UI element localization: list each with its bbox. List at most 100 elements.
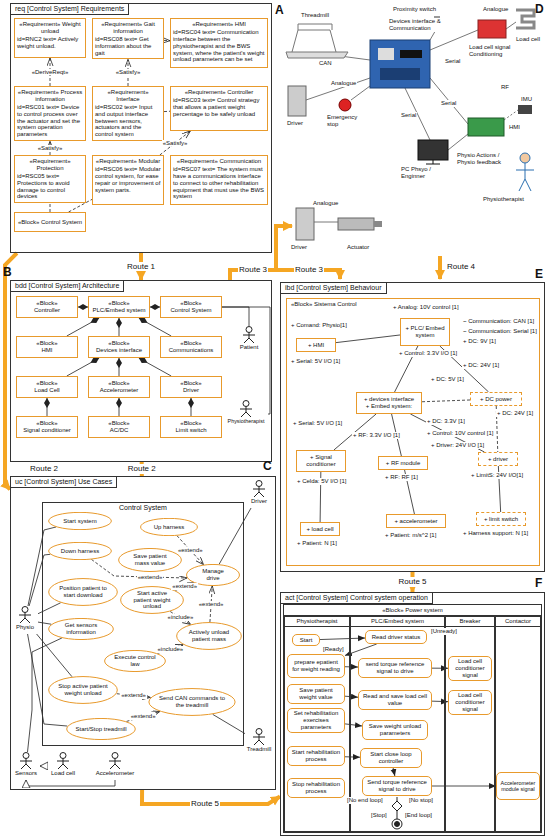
connector bbox=[160, 131, 191, 155]
label-text: + Patient: m/s^2 [1] bbox=[384, 532, 437, 539]
requirement-box: «Requirement» Interfaceid=RSC02 text= In… bbox=[92, 86, 164, 141]
actor-figure: Physio bbox=[12, 606, 38, 634]
label-text: Driver bbox=[290, 244, 308, 251]
node-text: id=RSC08 text= Get information about the… bbox=[95, 36, 161, 57]
stick-figure bbox=[18, 606, 32, 624]
node-text: + Signal conditioner bbox=[299, 454, 343, 468]
node-text: Patient bbox=[240, 344, 259, 351]
connector bbox=[139, 318, 171, 336]
node-text: Actively unload patient mass bbox=[185, 629, 233, 643]
part-box: + devices interface+ Embed system: bbox=[356, 392, 422, 414]
actuator bbox=[338, 218, 382, 230]
node-text: id=RSC05 text= Protections to avoid dama… bbox=[17, 173, 83, 201]
connector bbox=[393, 768, 395, 776]
panel-frame: req [Control System] Requirements «Requir… bbox=[10, 3, 272, 253]
edge-label: «extend» bbox=[137, 574, 164, 581]
connector bbox=[50, 203, 51, 212]
stick-figure bbox=[252, 728, 266, 746]
node-text: Control System bbox=[163, 307, 219, 314]
node-text: req [Control System] Requirements bbox=[11, 4, 129, 15]
node-text: «Block» bbox=[91, 380, 147, 387]
label-text: + Serial: 5V I/O [1] bbox=[292, 420, 343, 427]
action-box: prepare epatient for weight reading bbox=[287, 654, 345, 678]
label-text: + Celda: 5V I/O [1] bbox=[296, 478, 348, 485]
node-text: id=RSC07 text= The system must have a co… bbox=[173, 166, 265, 200]
part-box-dashed: + DC power bbox=[470, 392, 522, 406]
use-case-ellipse: Start/Stop treadmill bbox=[66, 718, 136, 740]
node-text: bdd [Control System] Architecture bbox=[11, 281, 124, 292]
node-text: Read driver status bbox=[368, 634, 424, 641]
requirement-box: «Requirement» Gait informationid=RSC08 t… bbox=[92, 18, 164, 59]
connector bbox=[222, 307, 270, 414]
node-text: «Requirement» Modular bbox=[95, 158, 161, 165]
node-text: + driver bbox=[481, 456, 515, 463]
block-box: «Block»Communications bbox=[160, 336, 222, 358]
edge-label: Route 5 bbox=[190, 799, 220, 808]
block-box: «Block»Control System bbox=[160, 296, 222, 318]
node-text: Load cell bbox=[51, 770, 75, 777]
node-text: send torque reference signal to drive bbox=[361, 661, 429, 675]
edge-label: Route 2 bbox=[29, 464, 59, 473]
node-text: AC/DC bbox=[91, 427, 147, 434]
label-text: RF bbox=[500, 84, 510, 91]
edge-label: «include» bbox=[156, 646, 184, 653]
label-text: + DC: 5V [1] bbox=[430, 376, 465, 383]
node-text: «Requirement» Protection bbox=[17, 158, 83, 172]
node-text: PLC/Embed system bbox=[351, 617, 444, 627]
node-text: Communications bbox=[163, 347, 219, 354]
part-box-dashed: + limit switch bbox=[476, 512, 526, 526]
label-text: Serial bbox=[444, 58, 461, 65]
node-text: id=RSC06 text= Modular control system, f… bbox=[95, 166, 161, 194]
action-box: Start close loop controller bbox=[360, 748, 422, 768]
node-text: «Requirement» Communication bbox=[173, 158, 265, 165]
use-case-ellipse: Start system bbox=[48, 512, 112, 530]
use-case-ellipse: Stop active patient weight unload bbox=[48, 676, 118, 704]
block-frame: «Block» Sistema Control+ HMI+ PLC/ Embed… bbox=[286, 298, 540, 566]
label-text: A bbox=[274, 4, 285, 18]
connector bbox=[67, 318, 99, 336]
node-text: Limit switch bbox=[163, 427, 219, 434]
label-text: CAN bbox=[318, 60, 333, 67]
label-text: [No end loop] bbox=[346, 797, 384, 804]
action-box: Start bbox=[292, 634, 320, 646]
node-text: Stop rehabilitation process bbox=[290, 781, 342, 795]
label-text: Emergency stop bbox=[326, 114, 368, 128]
node-text: «Block» bbox=[163, 420, 219, 427]
node-text: Control System bbox=[43, 503, 243, 512]
connector bbox=[119, 318, 120, 336]
node-text: PLC/Embed system bbox=[91, 307, 147, 314]
label-text: Load cell signal Conditioning bbox=[468, 44, 526, 58]
use-case-ellipse: Up harness bbox=[140, 518, 198, 536]
node-text: Start/Stop treadmill bbox=[75, 726, 127, 733]
use-case-ellipse: Start active patient weight unload bbox=[120, 586, 184, 614]
connector bbox=[139, 358, 171, 376]
use-case-ellipse: Send CAN commands to the treadmill bbox=[148, 688, 236, 716]
node-text: Start rehabilitation process bbox=[290, 749, 342, 763]
edge-label: «extend» bbox=[198, 601, 225, 608]
part-box: + accelerometer bbox=[386, 514, 446, 528]
label-text: D bbox=[534, 3, 545, 17]
node-text: + load cell bbox=[303, 526, 337, 533]
node-text: Send CAN commands to the treadmill bbox=[157, 695, 227, 709]
node-text: Stop active patient weight unload bbox=[57, 683, 109, 697]
node-text: «Block» bbox=[163, 380, 219, 387]
connector bbox=[38, 622, 51, 624]
node-text: «Block» Power system bbox=[284, 605, 541, 616]
node-text: «Block» Control System bbox=[17, 219, 83, 226]
connector bbox=[26, 780, 115, 786]
node-text: id=RSC04 text= Communication interface b… bbox=[173, 29, 265, 63]
stick-figure bbox=[56, 752, 70, 770]
action-box: Start rehabilitation process bbox=[287, 746, 345, 766]
node-text: Save patient mass value bbox=[127, 553, 173, 567]
label-text: Serial bbox=[400, 112, 417, 119]
node-text: Save weight unload parameters bbox=[365, 723, 425, 737]
edge-label: «extend» bbox=[120, 692, 147, 699]
label-text: [End loop] bbox=[404, 812, 433, 819]
use-case-ellipse: Execute control law bbox=[104, 650, 166, 672]
emergency-stop bbox=[339, 99, 351, 111]
stick-figure bbox=[108, 752, 122, 770]
node-text: + limit switch bbox=[479, 516, 523, 523]
label-text: E bbox=[534, 268, 544, 282]
node-text: Get sensors information bbox=[57, 622, 105, 636]
label-text: [Ready] bbox=[322, 646, 345, 653]
